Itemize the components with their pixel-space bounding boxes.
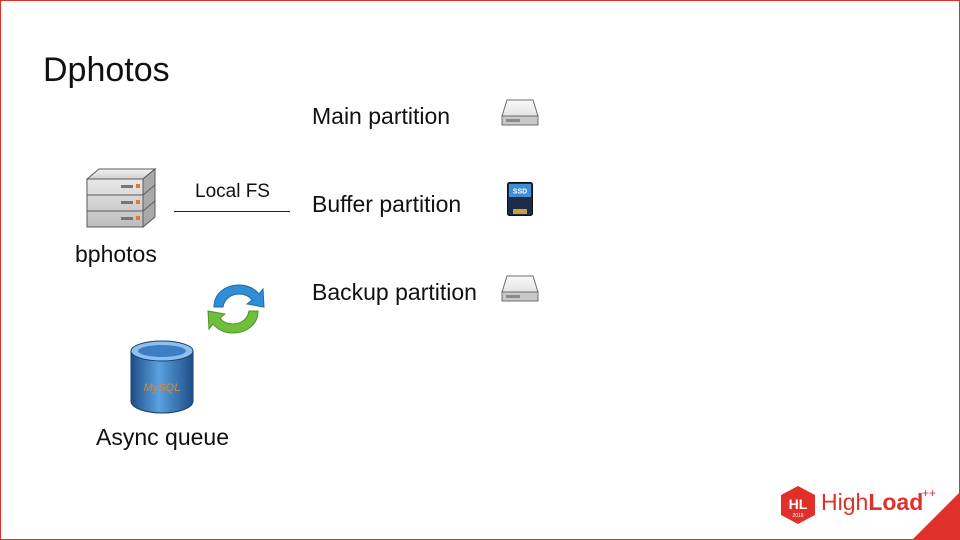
hard-drive-icon	[501, 275, 539, 302]
server-label: bphotos	[75, 241, 157, 267]
ssd-badge-text: SSD	[513, 189, 527, 196]
server-rack-icon	[85, 167, 157, 229]
logo-superscript: ++	[922, 486, 937, 500]
logo-text-bold: Load	[868, 489, 924, 515]
database-label: Async queue	[96, 424, 229, 450]
hard-drive-icon	[501, 99, 539, 126]
connector-label: Local FS	[195, 181, 270, 202]
mysql-brand-text: MySQL	[144, 382, 181, 394]
slide-title: Dphotos	[43, 51, 170, 89]
logo-badge-text: HL	[789, 496, 808, 512]
ssd-icon: SSD	[507, 182, 533, 216]
mysql-database-icon: MySQL	[130, 340, 194, 414]
logo-wordmark: HighLoad	[821, 491, 923, 514]
partition-label-buffer: Buffer partition	[312, 191, 462, 217]
highload-badge-icon: HL 2016	[781, 486, 815, 524]
sync-arrows-icon	[207, 284, 265, 334]
logo-year-text: 2016	[792, 513, 803, 519]
corner-accent	[912, 492, 959, 539]
logo-text-light: High	[821, 489, 869, 515]
partition-label-backup: Backup partition	[312, 279, 477, 305]
connector-line	[174, 211, 290, 212]
partition-label-main: Main partition	[312, 103, 451, 129]
